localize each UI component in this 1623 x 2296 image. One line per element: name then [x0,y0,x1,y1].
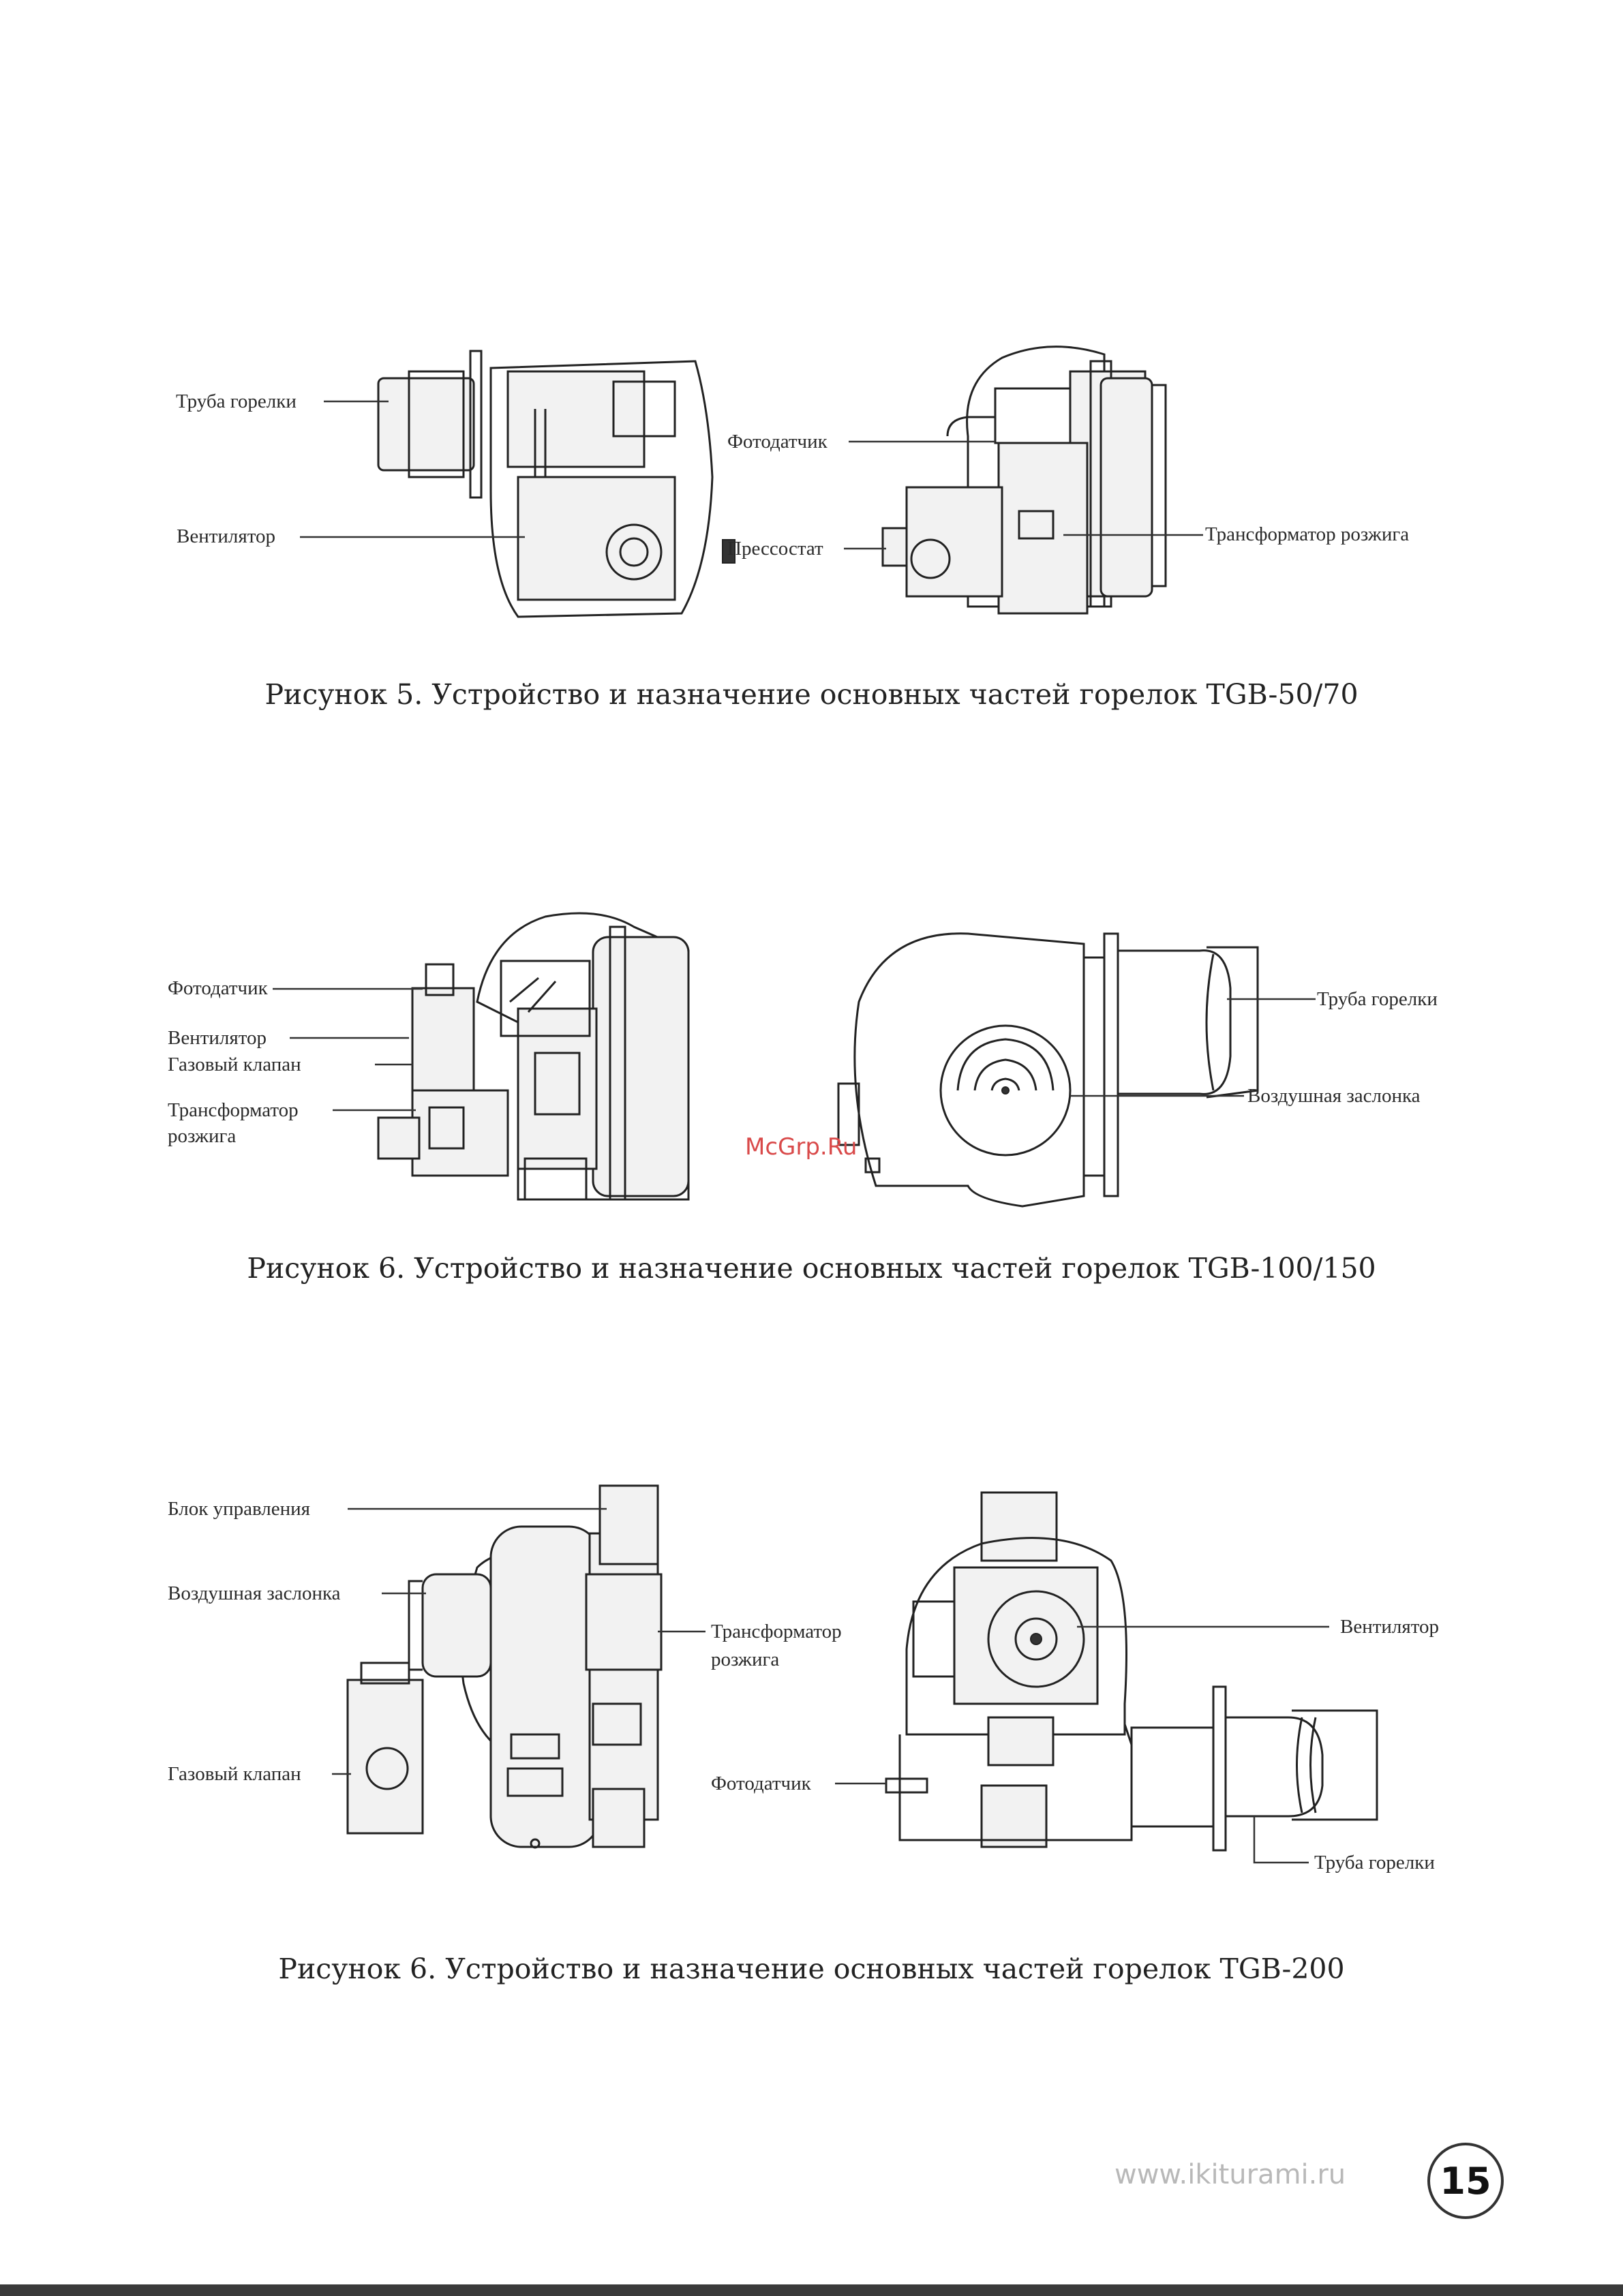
fig6-label-fan: Вентилятор [168,1027,267,1049]
fig7-label-ignition-transformer-line2: розжига [711,1649,780,1670]
fig7-label-air-damper: Воздушная заслонка [168,1582,341,1604]
fig7-label-control-unit: Блок управления [168,1498,311,1520]
fig6-burner-left-drawing [377,912,690,1201]
fig7-label-burner-tube: Труба горелки [1314,1852,1435,1873]
figure-5-caption: Рисунок 5. Устройство и назначение основ… [264,678,1359,711]
fig6-burner-right-drawing [837,932,1259,1208]
fig5-label-burner-tube: Труба горелки [176,391,297,412]
fig6-label-ignition-transformer-line1: Трансформатор [168,1099,299,1121]
fig7-burner-left-drawing [346,1484,663,1849]
footer-url[interactable]: www.ikiturami.ru [1114,2159,1346,2190]
fig5-burner-left-drawing [377,350,735,618]
fig7-label-ignition-transformer-line1: Трансформатор [711,1621,842,1642]
fig5-label-photosensor: Фотодатчик [727,431,828,453]
fig6-label-air-damper: Воздушная заслонка [1247,1085,1421,1107]
fig7-label-gas-valve: Газовый клапан [168,1763,301,1785]
fig5-label-fan: Вентилятор [177,525,276,547]
fig6-label-ignition-transformer-line2: розжига [168,1125,237,1147]
fig7-burner-right-drawing [885,1491,1378,1852]
fig5-label-ignition-transformer: Трансформатор розжига [1205,523,1410,545]
fig5-label-pressostat: Прессостат [727,538,823,560]
fig6-label-burner-tube: Труба горелки [1317,988,1438,1010]
watermark: McGrp.Ru [745,1133,858,1161]
fig6-label-photosensor: Фотодатчик [168,977,268,999]
bottom-bar [0,2284,1623,2296]
fig7-label-photosensor: Фотодатчик [711,1773,811,1794]
figure-7-caption: Рисунок 6. Устройство и назначение основ… [278,1953,1345,1985]
figure-6-caption: Рисунок 6. Устройство и назначение основ… [247,1252,1376,1285]
fig7-label-fan: Вентилятор [1340,1616,1440,1638]
fig6-label-gas-valve: Газовый клапан [168,1054,301,1075]
page-number: 15 [1427,2143,1504,2219]
fig5-burner-right-drawing [881,346,1167,615]
